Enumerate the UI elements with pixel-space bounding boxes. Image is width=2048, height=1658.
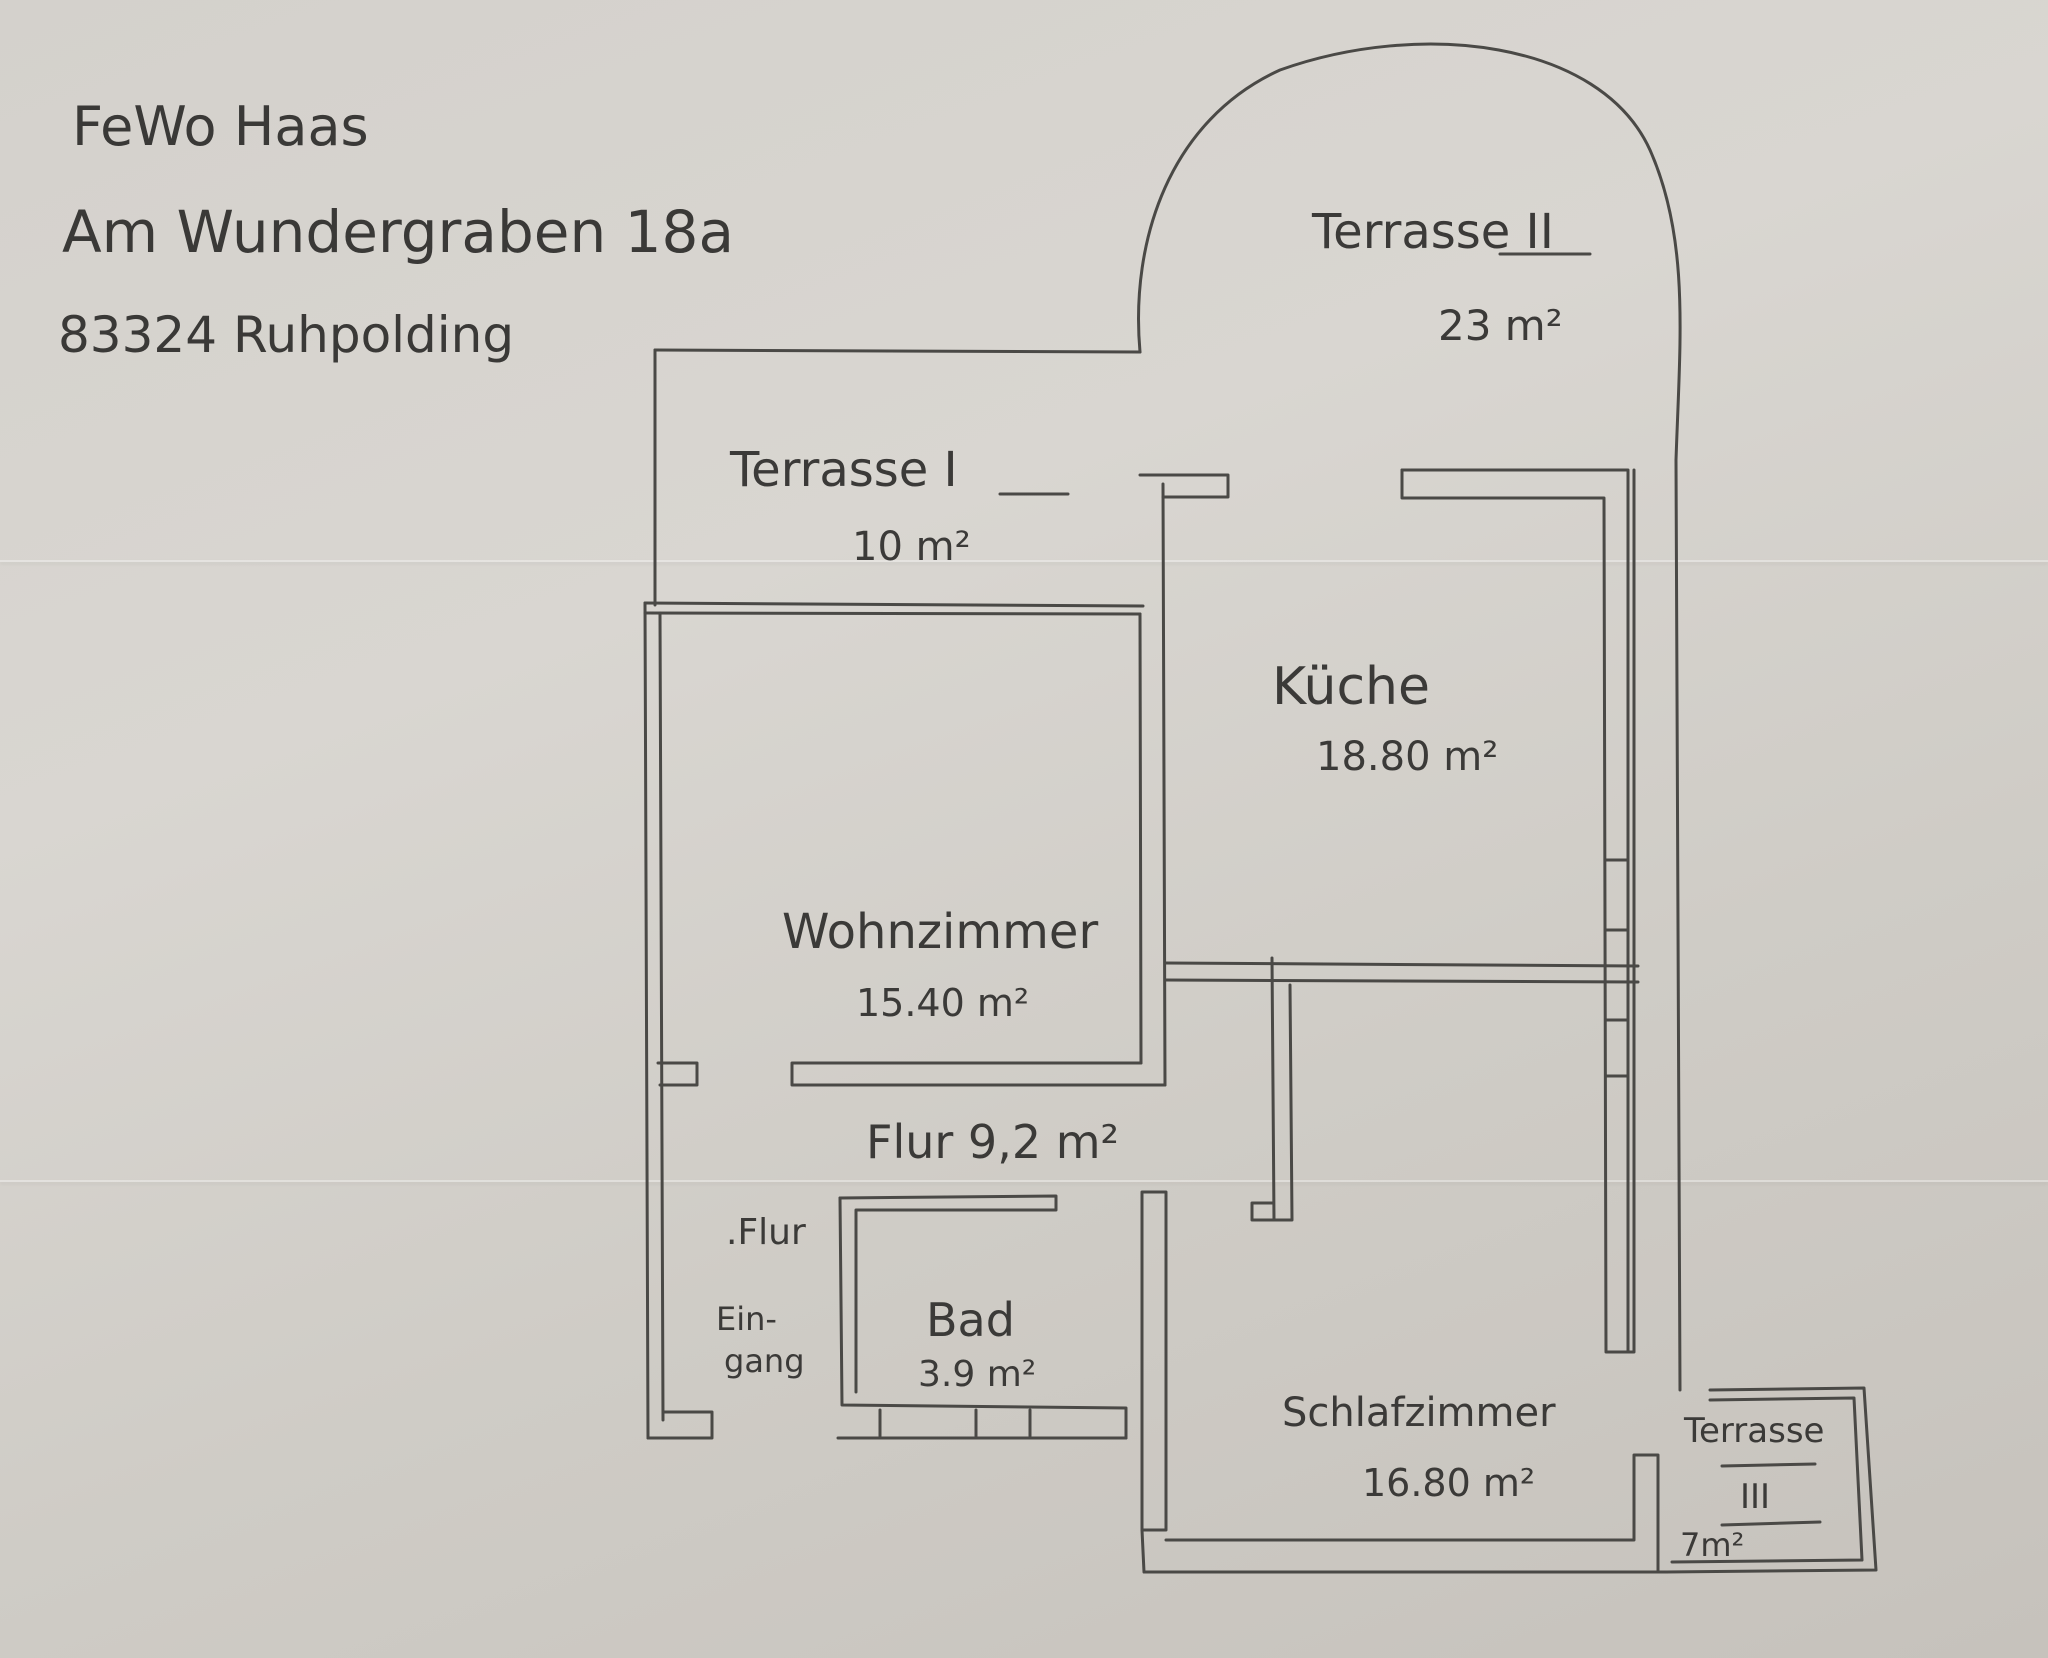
schlafzimmer-left-wall: [1250, 956, 1294, 1222]
bad-ticks: [878, 1408, 1128, 1440]
terrasse-3-outline: [1664, 1386, 1878, 1574]
kueche-right-wall: [1400, 468, 1636, 1354]
left-exterior-wall: [643, 601, 665, 1440]
outer-right-line: [1674, 458, 1682, 1392]
terrasse-2-area: 23 m²: [1438, 301, 1563, 350]
terrasse-2-label: Terrasse II: [1311, 204, 1554, 260]
flur-label: Flur 9,2 m²: [866, 1115, 1119, 1169]
wohnzimmer-bottom-left: [656, 1061, 699, 1087]
kueche-bottom-wall: [1163, 961, 1640, 984]
terrasse-1-label: Terrasse I: [729, 442, 958, 498]
eingang-label-1: Ein-: [716, 1300, 777, 1338]
wohnzimmer-right-wall: [1138, 482, 1167, 1087]
paper-fold: [0, 1180, 2048, 1182]
kueche-inner-wall: [1400, 468, 1630, 1354]
schlafzimmer-area: 16.80 m²: [1362, 1461, 1535, 1505]
terrasse-1-bottom-wall: [643, 601, 1145, 616]
address-line-1: FeWo Haas: [72, 95, 369, 158]
schlafzimmer-label: Schlafzimmer: [1282, 1390, 1556, 1436]
terrasse-1-top-line: [653, 348, 1142, 354]
bad-label: Bad: [926, 1293, 1015, 1347]
address-line-3: 83324 Ruhpolding: [58, 306, 514, 364]
address-line-2: Am Wundergraben 18a: [62, 198, 734, 266]
bottom-outer-wall: [1140, 1528, 1668, 1574]
wohnzimmer-bottom-right: [790, 1061, 1167, 1087]
kueche-area: 18.80 m²: [1316, 734, 1498, 780]
terrasse-3-label: Terrasse: [1683, 1411, 1824, 1451]
terrasse-3-inner: [1670, 1396, 1864, 1564]
terrasse-1-area: 10 m²: [852, 524, 971, 570]
terrasse-3-area: 7m²: [1680, 1526, 1744, 1564]
terrasse-2-arc: [1137, 42, 1682, 462]
left-bottom-wall: [646, 1410, 714, 1440]
bad-area: 3.9 m²: [918, 1354, 1036, 1395]
flur-small-label: .Flur: [726, 1212, 806, 1253]
wall-stub-top: [1138, 473, 1230, 499]
window-ticks: [1604, 858, 1630, 1078]
schlafzimmer-bottom-wall: [1164, 1453, 1660, 1572]
kueche-label: Küche: [1272, 657, 1430, 717]
wohnzimmer-area: 15.40 m²: [856, 981, 1029, 1025]
eingang-label-2: gang: [724, 1342, 805, 1380]
corridor-wall: [1140, 1190, 1168, 1532]
terrasse-3-numeral: III: [1740, 1477, 1770, 1517]
terrasse-3-lines: [1720, 1462, 1822, 1527]
wohnzimmer-label: Wohnzimmer: [782, 904, 1098, 960]
paper-fold: [0, 560, 2048, 562]
bad-top-wall: [838, 1194, 1058, 1394]
